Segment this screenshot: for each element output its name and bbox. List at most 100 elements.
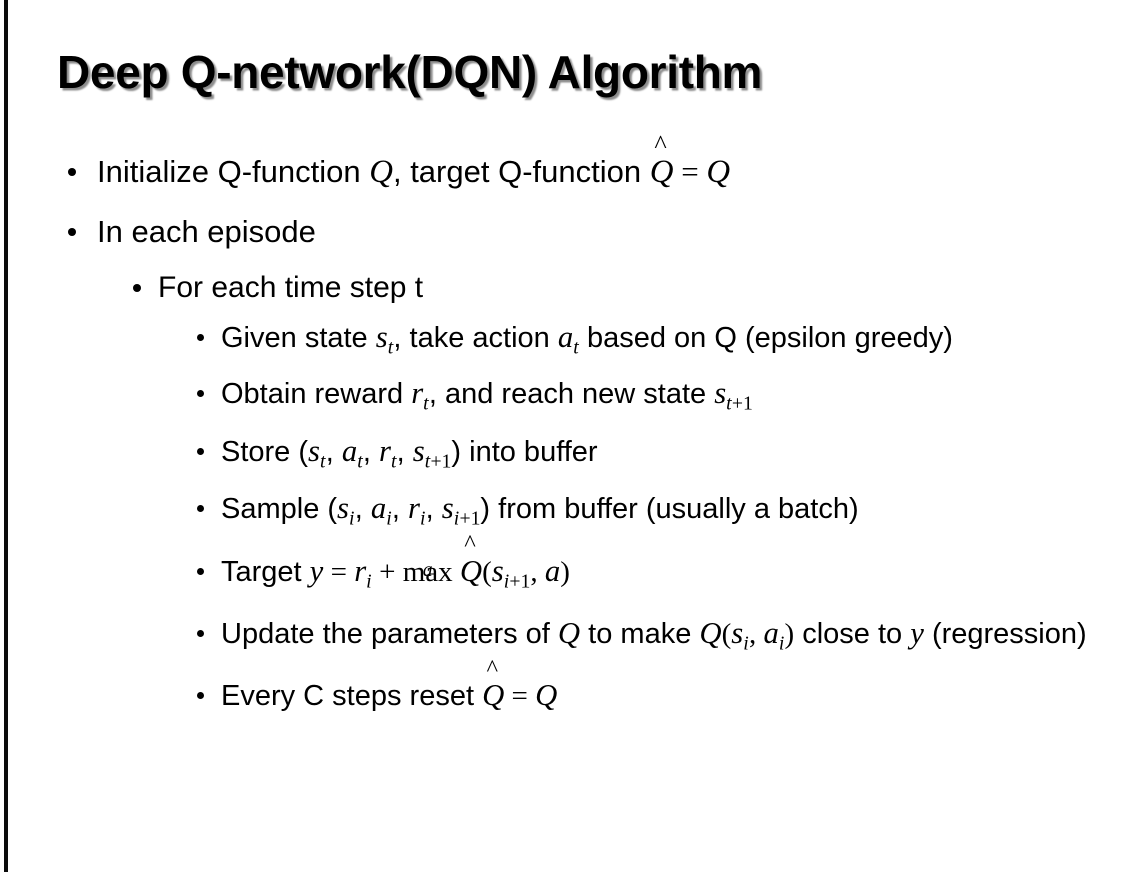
bullet-item-obtain-reward: Obtain reward rt, and reach new state st… (0, 370, 1124, 427)
math-var-a: a (557, 320, 574, 354)
math-var-q-hat: ^Q (482, 656, 505, 723)
math-sub-i: i (366, 570, 372, 593)
text-comma-1: , (325, 435, 342, 468)
math-var-s: s (337, 490, 350, 525)
math-sub-t: t (726, 392, 732, 415)
bullet-marker (68, 228, 76, 236)
text-lead: Every C steps reset (221, 679, 483, 712)
text-mid: , and reach new state (428, 378, 715, 411)
math-paren-open: ( (721, 618, 732, 651)
text-lead: Initialize Q-function (97, 154, 370, 189)
math-sub-plus-one: +1 (731, 392, 753, 415)
math-var-a: a (544, 554, 561, 589)
math-var-y: y (309, 554, 324, 589)
bullet-marker (197, 568, 204, 576)
bullet-marker (197, 390, 204, 398)
math-var-y: y (910, 616, 924, 651)
math-var-q-hat-base: Q (459, 554, 483, 589)
math-var-q1: Q (557, 616, 581, 651)
text-tail: ) from buffer (usually a batch) (480, 492, 859, 525)
math-sub-t: t (387, 336, 394, 359)
text-tail: close to (794, 618, 911, 651)
math-var-r: r (411, 376, 424, 411)
math-sub-i: i (453, 507, 460, 530)
bullet-item-in-each-episode: In each episode (0, 202, 1124, 262)
math-sub-t: t (424, 449, 431, 472)
slide-body-list: Initialize Q-function Q, target Q-functi… (0, 131, 1124, 724)
text-tail: based on Q (epsilon greedy) (578, 322, 953, 354)
math-comma: , (748, 618, 764, 651)
math-equals: = (681, 154, 699, 189)
math-equals: = (511, 679, 528, 712)
math-sub-plus-one: +1 (430, 449, 452, 472)
math-sub-t: t (320, 449, 326, 472)
math-comma: , (530, 556, 545, 589)
text-comma-2: , (362, 435, 379, 468)
text-comma-3: , (396, 435, 413, 468)
text-tail2: (regression) (923, 618, 1087, 651)
bullet-marker (197, 447, 204, 455)
bullet-item-initialize: Initialize Q-function Q, target Q-functi… (0, 131, 1124, 202)
math-var-s2: s (412, 433, 425, 468)
text-mid: , take action (393, 322, 558, 354)
math-var-r: r (408, 490, 420, 525)
bullet-item-for-each-time-step: For each time step t (0, 262, 1124, 314)
text-tail: ) into buffer (451, 435, 598, 468)
text-mid: , target Q-function (392, 154, 650, 189)
text-lead: Store ( (221, 435, 309, 468)
bullet-text-sample-batch: Sample (si, ai, ri, si+1) from buffer (u… (221, 485, 1094, 542)
math-paren-open: ( (482, 556, 492, 589)
math-max-label: max (402, 556, 453, 589)
slide-title: Deep Q-network(DQN) Algorithm (57, 46, 763, 98)
bullet-item-store-transition: Store (st, at, rt, st+1) into buffer (0, 428, 1124, 485)
bullet-item-sample-batch: Sample (si, ai, ri, si+1) from buffer (u… (0, 485, 1124, 542)
text-lead: Obtain reward (221, 378, 412, 411)
bullet-item-given-state: Given state st, take action at based on … (0, 314, 1124, 370)
math-var-q2: Q (706, 154, 731, 190)
math-var-q: Q (369, 154, 393, 190)
bullet-text-given-state: Given state st, take action at based on … (221, 314, 1094, 370)
math-var-q2: Q (699, 616, 722, 651)
math-paren-close: ) (784, 618, 795, 651)
math-sub-i: i (349, 507, 355, 530)
math-var-q: Q (535, 677, 558, 712)
math-var-s: s (731, 616, 744, 651)
math-var-r: r (379, 433, 391, 468)
bullet-text-in-each-episode: In each episode (97, 214, 316, 249)
text-mid: to make (580, 618, 700, 651)
math-var-a: a (370, 490, 387, 525)
math-sub-i: i (503, 570, 510, 593)
math-sub-t: t (357, 449, 363, 472)
bullet-marker (133, 284, 141, 292)
bullet-text-initialize: Initialize Q-function Q, target Q-functi… (97, 131, 1124, 202)
math-sub-i: i (743, 632, 749, 655)
math-var-s: s (308, 433, 320, 468)
math-var-s: s (375, 320, 388, 354)
bullet-item-reset-target-network: Every C steps reset ^Q = Q (0, 656, 1124, 724)
bullet-text-update-parameters: Update the parameters of Q to make Q(si,… (221, 610, 1094, 666)
slide-left-edge-bar (4, 0, 8, 872)
text-lead: Given state (221, 322, 376, 354)
bullet-marker (68, 168, 76, 176)
math-sub-i: i (778, 632, 785, 655)
bullet-text-obtain-reward: Obtain reward rt, and reach new state st… (221, 370, 1094, 427)
text-comma-1: , (354, 492, 371, 525)
math-var-q-hat: ^Q (459, 532, 483, 600)
math-var-s: s (714, 376, 727, 411)
text-lead: Target (221, 556, 310, 589)
math-var-a: a (341, 433, 358, 468)
math-var-q-hat-base: Q (482, 677, 505, 712)
math-var-q-hat: ^Q (650, 131, 674, 202)
bullet-text-reset-target-network: Every C steps reset ^Q = Q (221, 656, 1094, 724)
math-equals: = (330, 556, 347, 589)
bullet-marker (197, 504, 204, 512)
math-sub-t2: t (573, 336, 579, 359)
math-sub-plus-one: +1 (459, 507, 481, 530)
math-var-s2: s (441, 490, 454, 525)
bullet-marker (197, 334, 204, 341)
math-sub-t: t (423, 392, 429, 415)
text-lead: Sample ( (221, 492, 338, 525)
